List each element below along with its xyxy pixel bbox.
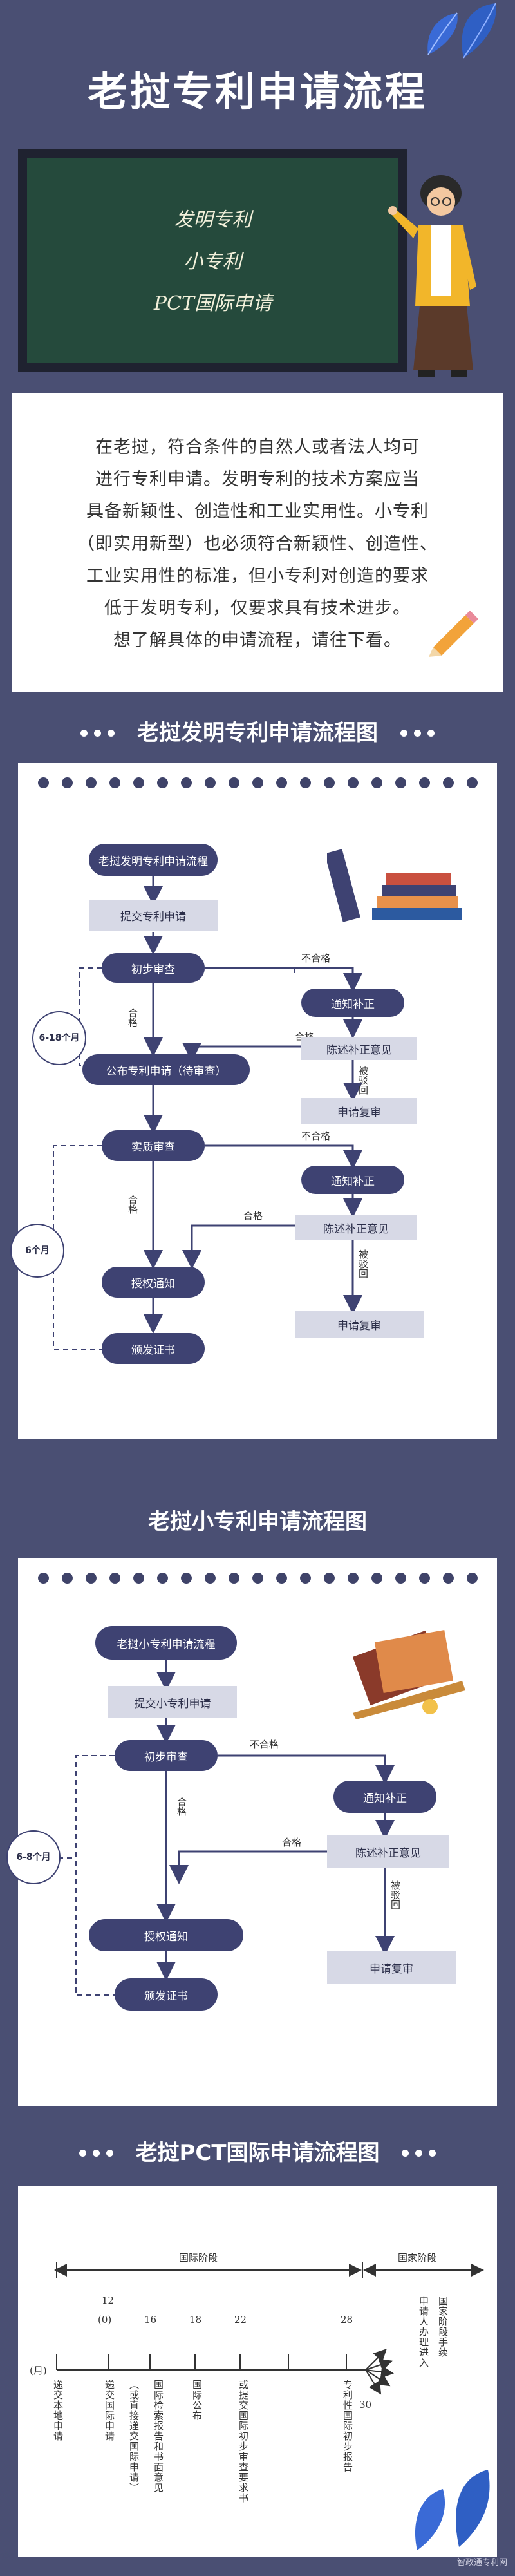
period-badge: 6-18个月: [32, 1011, 86, 1065]
apply-review-box: 申请复审: [295, 1311, 424, 1338]
books-ruler-icon: [352, 1630, 465, 1719]
not-qualified-label: 不合格: [301, 1130, 331, 1142]
publish-application-node: 公布专利申请（待审查）: [82, 1054, 250, 1085]
intro-card: 在老挝，符合条件的自然人或者法人均可 进行专利申请。发明专利的技术方案应当 具备…: [12, 393, 503, 692]
pct-timeline-card: 国际阶段 国家阶段 (月) 12 (0) 16 18 22 28 30 递交本地…: [18, 2186, 497, 2557]
month-label: 12: [102, 2295, 115, 2306]
blackboard: 发明专利 小专利 PCT国际申请: [18, 149, 407, 372]
pct-timeline-lines: [54, 2262, 484, 2395]
month-label: 22: [234, 2314, 247, 2325]
prelim-exam-node: 初步审查: [115, 1740, 218, 1771]
section-title-utility: 老挝小专利申请流程图: [0, 1504, 515, 1535]
period-badge: 6个月: [10, 1224, 64, 1278]
month-label: 28: [341, 2314, 353, 2325]
invention-flow-card: 老挝发明专利申请流程 提交专利申请 初步审查 不合格 合格 通知补正 合格 陈述…: [10, 763, 497, 1439]
section-title-invention: 老挝发明专利申请流程图: [0, 715, 515, 746]
qualified-label: 合格: [176, 1797, 187, 1816]
pct-event-label: 申请人办理进入: [418, 2296, 429, 2368]
pct-event-label: 递交本地申请: [52, 2380, 64, 2441]
section-title-text: 老挝小专利申请流程图: [148, 1509, 367, 1535]
submit-application-box: 提交小专利申请: [108, 1686, 237, 1718]
section-title-text: 老挝PCT国际申请流程图: [135, 2140, 380, 2166]
section-title-pct: 老挝PCT国际申请流程图: [0, 2135, 515, 2166]
substantive-exam-node: 实质审查: [102, 1130, 205, 1161]
month-unit-label: (月): [30, 2365, 47, 2376]
pencil-icon: [429, 611, 478, 657]
month-label: (0): [98, 2314, 112, 2325]
month-label: 18: [189, 2314, 202, 2325]
utility-connectors: [58, 1658, 395, 1996]
notify-correction-node: 通知补正: [301, 989, 404, 1017]
pct-event-label: 或提交国际初步审查要求书: [238, 2380, 249, 2503]
intro-line: 具备新颖性、创造性和工业实用性。小专利: [86, 502, 429, 522]
prelim-exam-node: 初步审查: [102, 953, 205, 983]
watermark: 智政通专利网: [456, 2558, 507, 2568]
pct-event-label: （或直接递交国际申请）: [128, 2380, 140, 2493]
intl-phase-label: 国际阶段: [179, 2252, 218, 2264]
page-title: 老挝专利申请流程: [87, 68, 427, 115]
pct-event-label: 国家阶段手续: [437, 2296, 449, 2358]
notify-correction-node: 通知补正: [301, 1166, 404, 1194]
qualified-label-2: 合格: [282, 1837, 302, 1848]
board-line-pct: PCT国际申请: [153, 292, 272, 315]
not-qualified-label: 不合格: [250, 1739, 279, 1750]
submit-application-box: 提交专利申请: [89, 900, 218, 931]
statement-correction-box: 陈述补正意见: [327, 1835, 449, 1868]
grant-notice-node: 授权通知: [102, 1267, 205, 1298]
month-label: 30: [359, 2399, 372, 2410]
apply-review-box: 申请复审: [301, 1098, 417, 1124]
qualified-label: 合格: [127, 1195, 138, 1214]
qualified-label-2: 合格: [243, 1210, 263, 1222]
statement-correction-box: 陈述补正意见: [301, 1037, 417, 1060]
intro-line: 想了解具体的申请流程，请往下看。: [113, 630, 402, 650]
qualified-label: 合格: [127, 1008, 138, 1027]
pct-event-label: 递交国际申请: [104, 2380, 115, 2441]
leaf-decoration-icon: [427, 3, 496, 59]
leaf-decoration-icon: [415, 2470, 490, 2550]
section-title-text: 老挝发明专利申请流程图: [137, 720, 378, 746]
teacher-illustration-icon: [388, 175, 476, 377]
intro-line: 工业实用性的标准，但小专利对创造的要求: [86, 566, 429, 586]
not-qualified-label: 不合格: [301, 952, 331, 964]
intro-line: 低于发明专利，仅要求具有技术进步。: [104, 598, 411, 618]
statement-correction-box: 陈述补正意见: [295, 1215, 417, 1240]
certificate-node: 颁发证书: [102, 1333, 205, 1364]
month-label: 16: [144, 2314, 157, 2325]
period-badge: 6-8个月: [6, 1830, 61, 1884]
rejected-label: 被驳回: [357, 1249, 369, 1278]
pct-event-label: 国际检索报告和书面意见: [153, 2380, 164, 2493]
books-icon: [327, 849, 462, 922]
notify-correction-node: 通知补正: [333, 1781, 436, 1813]
pct-event-label: 专利性国际初步报告: [342, 2380, 353, 2472]
pct-event-label: 国际公布: [191, 2380, 203, 2421]
board-line-utility: 小专利: [183, 251, 242, 273]
natl-phase-label: 国家阶段: [398, 2252, 437, 2264]
apply-review-box: 申请复审: [327, 1951, 456, 1984]
rejected-label: 被驳回: [357, 1066, 369, 1095]
intro-line: 进行专利申请。发明专利的技术方案应当: [95, 469, 420, 489]
invention-start-node: 老挝发明专利申请流程: [89, 844, 218, 876]
grant-notice-node: 授权通知: [89, 1919, 243, 1951]
rejected-label: 被驳回: [389, 1880, 401, 1909]
certificate-node: 颁发证书: [115, 1978, 218, 2011]
intro-line: （即实用新型）也必须符合新颖性、创造性、: [77, 534, 438, 554]
intro-line: 在老挝，符合条件的自然人或者法人均可: [95, 437, 420, 457]
utility-start-node: 老挝小专利申请流程: [95, 1626, 237, 1660]
board-line-invention: 发明专利: [174, 209, 252, 231]
utility-flow-card: 老挝小专利申请流程 提交小专利申请 初步审查 不合格 合格 通知补正 合格 陈述…: [6, 1558, 497, 2106]
